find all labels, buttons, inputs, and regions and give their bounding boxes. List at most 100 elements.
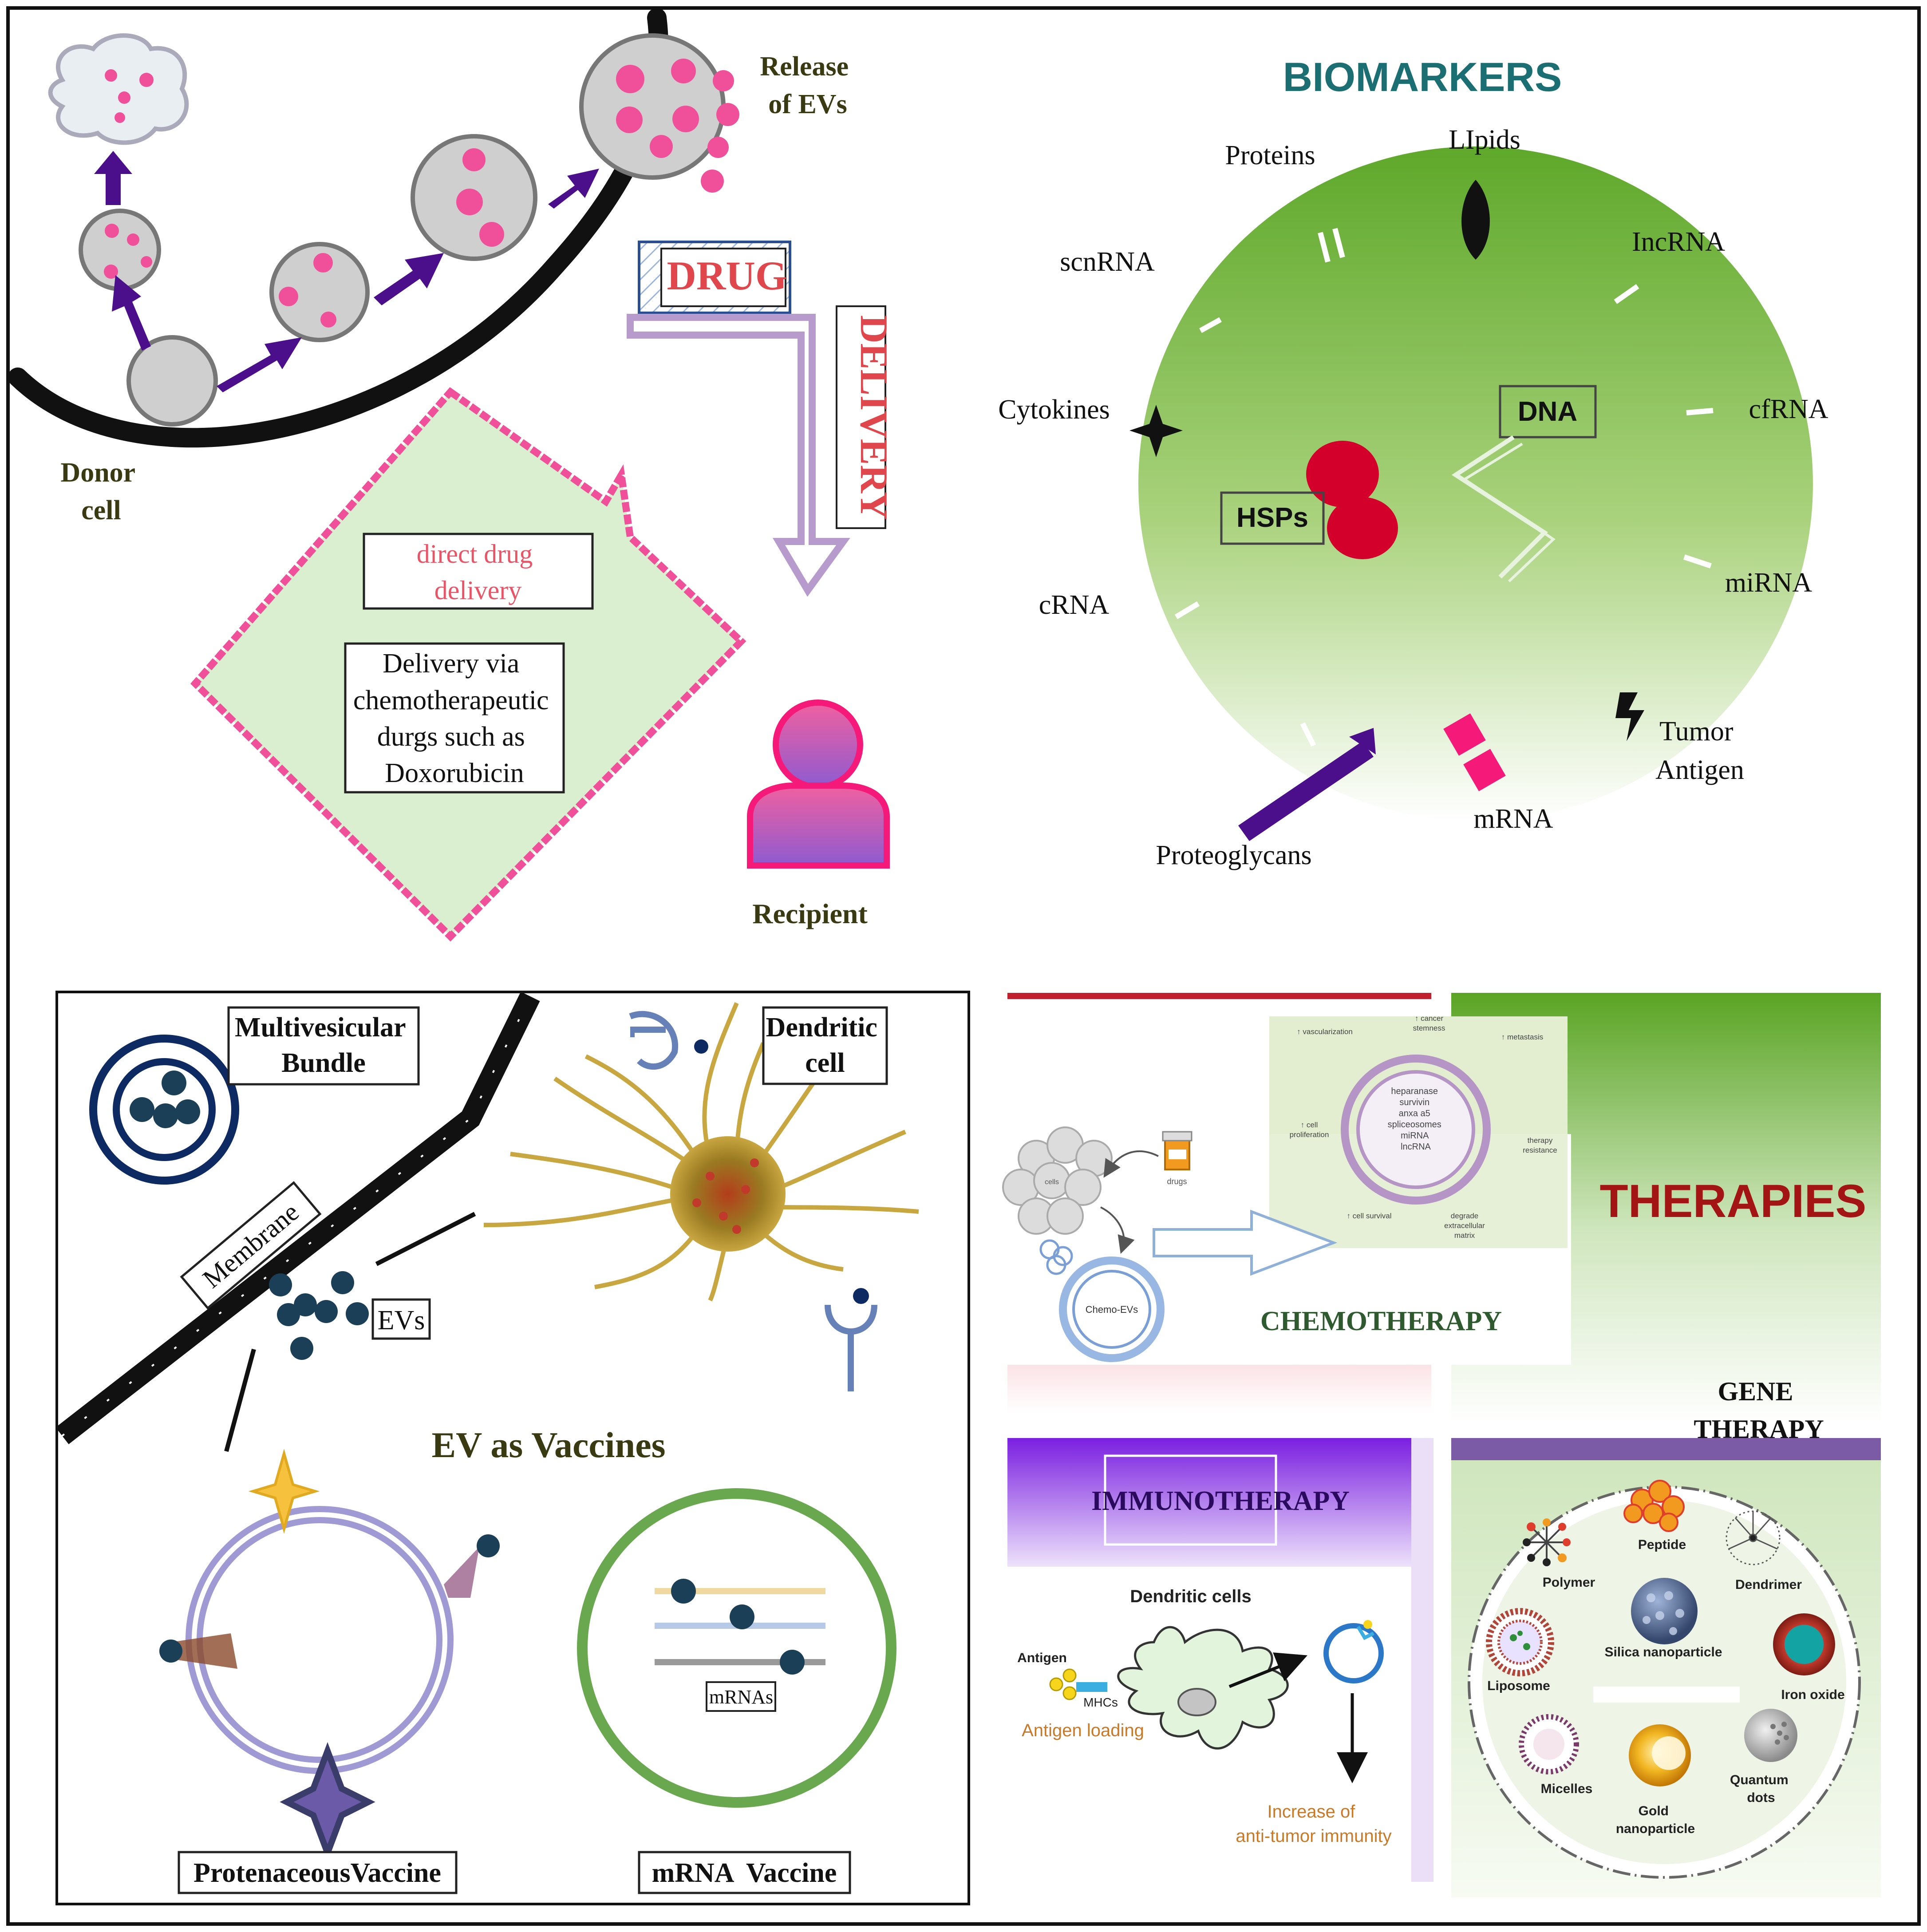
ev-dot [346,1302,369,1325]
hsps-label: HSPs [1236,502,1308,533]
ev-dot [315,1300,338,1323]
dendrimer-icon [1726,1510,1781,1565]
micelles-label: Micelles [1541,1782,1593,1796]
biomarkers-title: BIOMARKERS [1283,55,1562,100]
dendrimer-label: Dendrimer [1735,1577,1802,1592]
recipient-label: Recipient [752,898,868,929]
released-ev [713,70,734,91]
chemo-outcome-label: ↑ metastasis [1501,1033,1543,1041]
cfrna-label: cfRNA [1749,394,1828,424]
proteoglycans-label: Proteoglycans [1156,840,1311,870]
ev-dot [331,1271,354,1294]
donor-cell-label: Donor cell [60,458,142,525]
iron-oxide-label: Iron oxide [1781,1687,1844,1702]
chemotherapy-label: CHEMOTHERAPY [1260,1306,1502,1336]
vaccines-title: EV as Vaccines [431,1425,665,1465]
immuno-loading-label: Antigen loading [1022,1721,1144,1740]
peptide-label: Peptide [1638,1537,1686,1552]
crna-label: cRNA [1039,590,1110,620]
immuno-ev [1323,1623,1384,1683]
antigen-pin [444,1547,479,1598]
mirna-label: miRNA [1725,568,1812,598]
proteins-label: Proteins [1225,140,1315,170]
delivery-label: DELIVERY [852,315,895,520]
receptor-icon [825,1304,877,1391]
drugs-label: drugs [1167,1177,1187,1186]
chemo-outcome-label: ↑ vascularization [1297,1027,1353,1036]
direct-drug-label: direct drug delivery [417,539,540,605]
arrow-right [548,169,599,209]
chemo-evs-label: Chemo-EVs [1086,1304,1138,1315]
budding-cell-4 [579,33,726,180]
immuno-mhcs-label: MHCs [1083,1695,1118,1709]
ev-dot [277,1303,300,1326]
peptide-icon [1623,1480,1685,1532]
mrnas-label: mRNAs [709,1686,773,1708]
scnrna-label: scnRNA [1060,247,1155,277]
chemo-ev [1059,1256,1165,1362]
therapies-title: THERAPIES [1600,1175,1867,1227]
proteoglycan-icon [1238,741,1374,841]
tumor-cells [1002,1126,1113,1235]
chemo-outcome-label: ↑ cell survival [1347,1212,1391,1220]
arrow-up [94,151,132,205]
cytokine-icon [1129,405,1183,457]
quantum-dots-label: Quantum dots [1730,1773,1792,1805]
hsp-blob [1306,441,1379,507]
mrna-vaccine-ev [577,1488,896,1808]
evs-label: EVs [378,1305,425,1335]
vaccines-frame [55,991,970,1905]
vesicle-flow-arrows [94,151,599,392]
arrow-up [112,275,151,351]
delivery-arrow [627,314,850,597]
ev-dot [294,1293,317,1316]
lipids-label: LIpids [1449,125,1520,155]
arrow-right [374,253,444,305]
donor-cell [126,335,218,427]
vaccines-panel: Multivesicular Bundle Membrane EVs [55,991,970,1905]
cloud-cell [48,33,189,145]
multivesicular-label: Multivesicular Bundle [235,1012,412,1078]
budding-cell-1 [79,209,161,291]
released-ev [701,170,724,193]
biomarkers-panel: BIOMARKERS HSPs DNA [998,55,1828,870]
polymer-label: Polymer [1543,1575,1595,1590]
quantum-dots-icon [1744,1709,1797,1762]
chemo-ring-text: heparanase survivin anxa a5 spliceosomes… [1388,1087,1444,1152]
polymer-icon [1523,1518,1571,1566]
dendritic-cell-label: Dendritic cell [766,1012,885,1078]
released-ev [707,137,729,158]
drug-delivery-panel: Release of EVs Donor cell DRUG DELIVERY … [8,8,895,942]
receptor-icon [629,1011,679,1070]
lncrna-label: IncRNA [1632,227,1725,257]
immuno-increase-label: Increase of anti-tumor immunity [1236,1802,1391,1846]
ev-dot [269,1273,292,1296]
gold-label: Gold nanoparticle [1616,1804,1695,1836]
antigen-pin [171,1633,237,1669]
iron-oxide-icon [1773,1613,1835,1675]
immuno-antigen-label: Antigen [1017,1651,1067,1665]
immunotherapy-label: IMMUNOTHERAPY [1091,1486,1350,1516]
protein-vaccine-label: ProtenaceousVaccine [193,1858,441,1888]
release-evs-label: Release of EVs [760,51,855,119]
drug-bottle-icon [1162,1131,1193,1170]
gene-therapy-band [1451,1438,1881,1460]
ev-dot [290,1337,313,1360]
tumor-antigen-icon [1615,692,1644,741]
released-ev [716,103,739,126]
lipid-icon [1461,180,1490,260]
biomarker-ev-sphere [1138,146,1813,821]
mrna-vaccine-label: mRNA Vaccine [652,1858,837,1888]
chemo-delivery-label: Delivery via chemotherapeutic durgs such… [353,648,556,788]
tumor-antigen-label: Tumor Antigen [1655,716,1744,785]
antigen-star [248,1449,320,1534]
mrna-label: mRNA [1473,804,1553,834]
silica-icon [1631,1578,1698,1644]
cells-label: cells [1045,1178,1059,1186]
chemo-delivery-box [344,642,565,794]
